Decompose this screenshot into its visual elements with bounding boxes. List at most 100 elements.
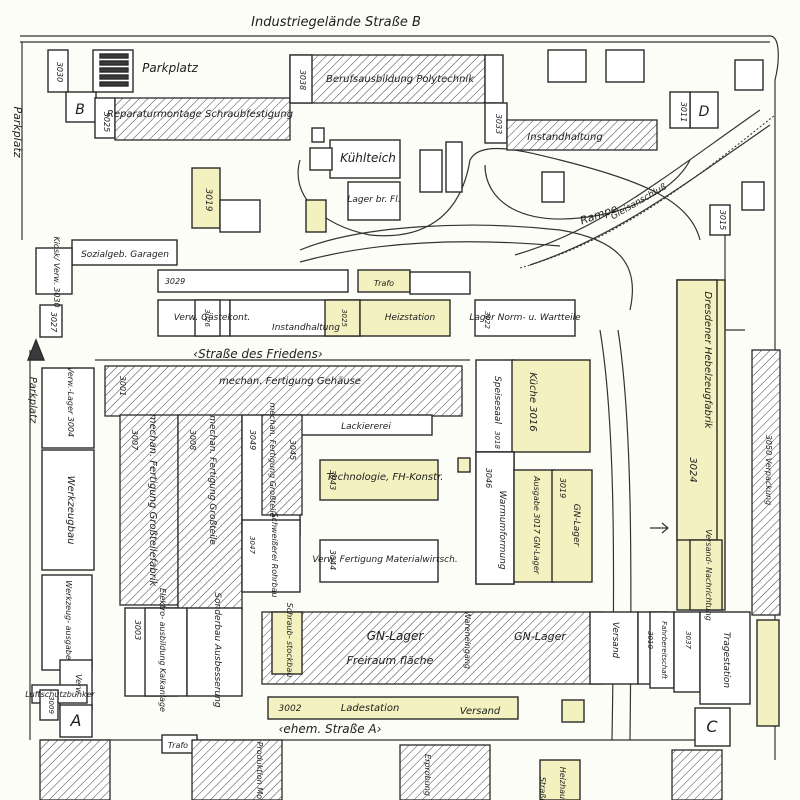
label-sozialgeb: Sozialgeb. Garagen <box>81 250 169 260</box>
bldg-3015 <box>709 204 731 236</box>
bldg-ladestation <box>267 696 519 720</box>
parking-slot <box>99 74 129 80</box>
bldg-berufs-ext <box>484 54 504 104</box>
bldg-sq2 <box>605 49 645 83</box>
label-b3043: 3043 <box>328 470 337 490</box>
bldg-speisesaal <box>475 359 515 453</box>
bldg-gate-d <box>689 91 719 129</box>
label-b3025b: 3025 <box>340 309 348 327</box>
road-curve-b <box>299 241 561 263</box>
bldg-fahrbereitschaft <box>649 611 675 689</box>
bldg-top-right-box <box>734 59 764 91</box>
bldg-3019b <box>219 199 261 233</box>
bldg-mech-gross <box>177 414 243 611</box>
bldg-schraubstock <box>271 611 303 675</box>
label-gn-lager-small: GN-Lager <box>571 504 581 548</box>
bldg-bottom-right-block <box>671 749 723 800</box>
bldg-sq1 <box>547 49 587 83</box>
street-left-label: Parkplatz <box>11 106 24 157</box>
label-b3027: 3027 <box>49 312 58 333</box>
bldg-sonderbau <box>186 607 243 697</box>
bldg-kueche <box>511 359 591 453</box>
bldg-produktion <box>191 739 283 800</box>
label-kiosk: Kiosk/ Verw. 3030 <box>52 236 61 307</box>
label-ausgabe: Ausgabe 3017 GN-Lager <box>532 475 541 575</box>
label-b3044: 3044 <box>328 550 337 570</box>
label-b3007: 3007 <box>130 430 139 451</box>
label-b3045: 3045 <box>288 440 297 460</box>
label-b3008: 3008 <box>188 430 197 450</box>
road-curve-a <box>299 224 634 311</box>
bldg-rail-box <box>741 181 765 211</box>
bldg-gn-lager-small <box>551 469 593 583</box>
label-gn-lager-big2: GN-Lager <box>514 630 567 643</box>
bldg-yel-right <box>756 619 780 727</box>
bldg-heizstation <box>359 299 451 337</box>
bldg-werkzeugbau <box>41 449 95 571</box>
label-b3010b: 3010 <box>646 631 654 649</box>
bldg-bottom-yel-mid <box>561 699 585 723</box>
label-werkzeugbau: Werkzeugbau <box>65 476 76 545</box>
label-verw-bottom: Verw. <box>74 674 83 696</box>
label-parkplatz-left: Parkplatz <box>27 377 38 424</box>
bldg-gate-b <box>65 91 97 123</box>
direction-arrow <box>650 522 669 534</box>
bldg-heizhaus <box>539 759 581 800</box>
labels-layer: Industriegelände Straße B‹Straße des Fri… <box>11 15 773 800</box>
bldg-3050 <box>751 349 781 616</box>
street-bottom-label: ‹ehem. Straße A› <box>279 722 382 736</box>
buildings-layer <box>26 49 781 800</box>
label-b3019: 3019 <box>203 189 213 212</box>
bldg-gn-lager-big <box>261 611 603 685</box>
label-mech-fertigung-gross: mechan. Fertigung Großteile <box>207 415 217 545</box>
bldg-technologie <box>319 459 439 501</box>
label-instandhaltung: Instandhaltung <box>527 132 602 143</box>
bldg-small-yel <box>305 199 327 233</box>
label-verw-lager: Verw.-Lager 3004 <box>66 367 75 437</box>
label-produktion: Produktion Modelle <box>255 742 264 800</box>
label-b3018: 3018 <box>493 431 501 449</box>
label-mech-fertigung: mechan. Fertigung Gehäuse <box>219 376 361 387</box>
bldg-3029 <box>157 269 349 293</box>
parking-slot <box>99 81 129 87</box>
label-verw-gaestekont: Verw. Gästekont. <box>174 313 250 323</box>
roads-layer <box>20 35 779 760</box>
bldg-reparatur <box>114 97 291 141</box>
bldg-trafo-right <box>409 271 471 295</box>
bldg-kuehlteich <box>329 139 401 179</box>
road-inner <box>484 159 691 220</box>
bldg-3009 <box>39 689 59 721</box>
label-luftschutz: Luftschutzbunker <box>25 690 95 699</box>
bldg-lager-norm <box>474 299 576 337</box>
bldg-erprobung <box>399 744 491 800</box>
label-versand-nachr: Versand- Nachrichtung <box>704 529 713 621</box>
bldg-instandhaltung <box>506 119 658 151</box>
label-b3025: 3025 <box>102 112 111 132</box>
label-b3033: 3033 <box>494 114 503 134</box>
bldg-3037 <box>673 611 701 693</box>
label-verw-fertigung: Verw. Fertigung Materialwirtsch. <box>312 555 457 565</box>
label-versand-bottom: Versand <box>460 706 501 717</box>
label-berufsausbildung: Berufsausbildung Polytechnik <box>326 74 475 85</box>
label-gate-d: D <box>699 104 710 120</box>
label-trafo-bottom: Trafo <box>168 741 188 750</box>
label-b3019b: 3019 <box>558 478 567 498</box>
label-b3009: 3009 <box>47 696 55 714</box>
road-ramp1 <box>514 109 761 256</box>
label-speisesaal: Speisesaal <box>492 376 502 424</box>
label-gleisanschluss: Gleisanschluß <box>609 182 669 222</box>
bldg-3011 <box>669 91 691 129</box>
bldg-werkzeugausgabe <box>41 574 93 671</box>
label-fahrbereitschaft: Fahrbereitschaft <box>660 621 668 679</box>
label-warmumformung: Warmumformung <box>497 490 507 569</box>
bldg-3026 <box>194 299 221 337</box>
landmark-triangle <box>26 338 46 361</box>
label-b3049: 3049 <box>248 430 257 450</box>
label-parkplatz-top: Parkplatz <box>142 61 198 75</box>
bldg-elektro <box>144 607 188 697</box>
bldg-3007 <box>119 414 179 606</box>
label-b3037: 3037 <box>684 631 692 649</box>
label-b3047: 3047 <box>248 536 256 554</box>
label-schraubstock: Schraub- stockbau <box>285 603 294 678</box>
